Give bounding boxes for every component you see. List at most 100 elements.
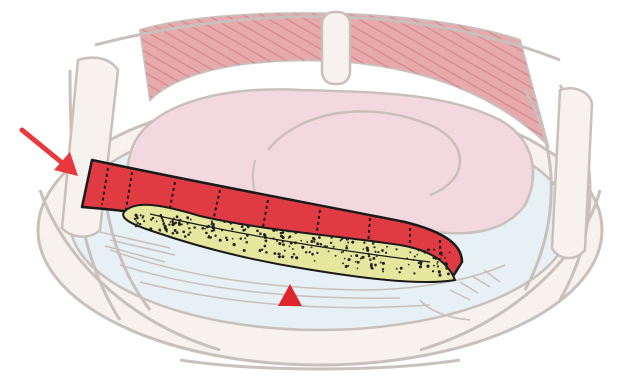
fat-dot [400,267,403,270]
fat-dot [282,236,285,239]
fat-dot [344,258,346,260]
fat-dot [265,240,268,243]
fat-dot [432,256,435,259]
fat-dot [205,232,208,235]
fat-dot [288,237,290,239]
fat-dot [181,223,183,225]
fat-dot [276,240,278,242]
fat-dot [136,217,138,219]
fat-dot [409,251,411,253]
fat-dot [233,243,236,246]
fat-dot [413,272,415,274]
fat-dot [311,246,313,248]
fat-dot [135,225,138,228]
fat-dot [396,268,398,270]
fat-dot [215,235,217,237]
fat-dot [238,223,240,225]
fat-dot [282,243,285,246]
fat-dot [265,251,268,254]
fat-dot [346,238,349,241]
fat-dot [223,221,225,223]
fat-dot [226,239,228,241]
fat-dot [259,249,262,252]
fat-dot [163,223,165,225]
fat-dot [399,271,401,273]
fat-dot [347,242,349,244]
fat-dot [421,262,423,264]
fat-dot [189,231,191,233]
fat-dot [294,241,297,244]
fat-dot [286,230,288,232]
fat-dot [161,218,163,220]
fat-dot [433,249,435,251]
fat-dot [347,265,349,267]
fat-dot [142,215,144,217]
fat-dot [419,265,422,268]
fat-dot [219,239,222,242]
fat-dot [445,262,448,265]
fat-dot [306,241,308,243]
fat-dot [170,221,172,223]
fat-dot [310,240,313,243]
fat-dot [193,226,195,228]
fat-dot [372,243,374,245]
fat-dot [166,231,168,233]
fat-dot [172,221,174,223]
fat-dot [438,270,441,273]
fat-dot [382,268,384,270]
fat-dot [225,236,227,238]
fat-dot [385,252,387,254]
fat-dot [341,238,343,240]
fat-dot [367,253,369,255]
fat-dot [341,251,343,253]
fat-dot [221,229,223,231]
fat-dot [370,267,373,270]
fat-dot [345,247,348,250]
fat-dot [368,255,370,257]
fat-dot [382,262,385,265]
fat-dot [323,245,326,248]
fat-dot [274,252,277,255]
fat-dot [243,249,246,252]
fat-dot [207,236,209,238]
fat-dot [366,249,369,252]
fat-dot [177,219,179,221]
fat-dot [264,236,267,239]
fat-dot [174,229,177,232]
fat-dot [230,222,233,225]
fat-dot [340,240,342,242]
fat-dot [374,264,377,267]
fat-dot [447,273,450,276]
fat-dot [328,250,330,252]
fat-dot [361,256,364,259]
fat-dot [309,251,311,253]
fat-dot [316,252,318,254]
fat-dot [437,265,439,267]
fat-dot [176,215,179,218]
fat-dot [357,268,359,270]
fat-dot [381,249,384,252]
fat-dot [355,261,357,263]
fat-dot [360,257,362,259]
fat-dot [288,230,290,232]
fat-dot [376,255,378,257]
fat-dot [348,258,351,261]
fat-dot [241,225,244,228]
fat-dot [433,265,435,267]
fat-dot [342,262,344,264]
fat-dot [351,241,354,244]
fat-dot [140,214,142,216]
fat-dot [245,241,248,244]
fat-dot [346,245,348,247]
fat-dot [300,240,302,242]
fat-dot [244,228,246,230]
fat-dot [372,257,375,260]
fat-dot [333,246,335,248]
fat-dot [320,243,323,246]
fat-dot [204,228,206,230]
fat-dot [279,253,281,255]
fat-dot [187,222,189,224]
fat-dot [276,230,278,232]
fat-dot [187,233,190,236]
